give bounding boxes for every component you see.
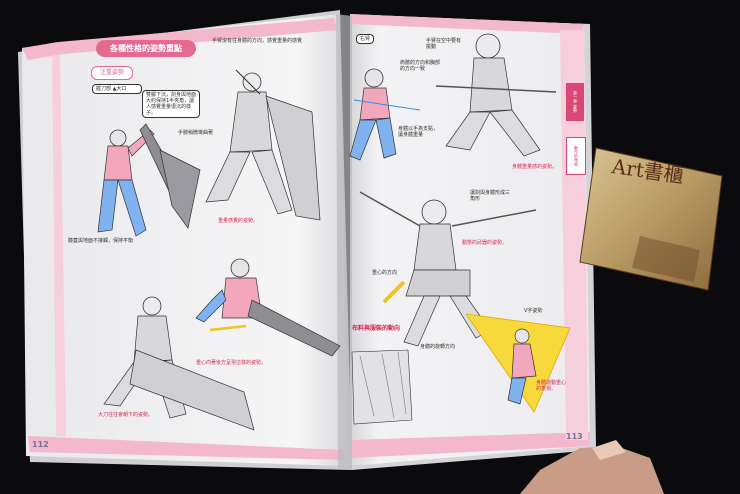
red-note-r2: 動態的武器的姿勢。 bbox=[462, 240, 508, 246]
red-note-r3: 身體運動重心的表現。 bbox=[536, 380, 567, 392]
note-l4: 手臂沒有往身體的方向，感覺重量的感覺 bbox=[212, 38, 303, 44]
left-page-number: 112 bbox=[32, 440, 49, 449]
red-note-r1: 身體重量感的姿勢。 bbox=[512, 164, 558, 170]
figure-colored-girl bbox=[349, 68, 421, 161]
note-l5: 膝蓋與地面不接觸，保持平衡 bbox=[68, 238, 134, 244]
note-r7: V字姿勢 bbox=[524, 308, 543, 314]
hand bbox=[520, 440, 664, 494]
figure-sword-girl bbox=[359, 191, 537, 347]
note-l3: 手腕稍微彎曲著 bbox=[178, 130, 214, 136]
left-subtitle: 注重姿勢 bbox=[91, 66, 133, 80]
side-tab: 第一章 姿勢 bbox=[566, 83, 584, 121]
right-section-title: 布料與服裝的動向 bbox=[352, 325, 401, 332]
figure-swordsman-4 bbox=[103, 296, 255, 431]
note-r8: 身體的旋轉方向 bbox=[420, 344, 456, 350]
red-note-l3: 大刀往往會朝下的姿勢。 bbox=[98, 412, 154, 418]
note-r5: 讓劍與身體形成三角形 bbox=[470, 190, 511, 202]
bookmark-card bbox=[579, 147, 723, 291]
figure-swordsman-2 bbox=[205, 69, 321, 221]
right-page-number: 113 bbox=[566, 432, 583, 441]
red-note-l2: 重心向著後方呈現這樣的姿勢。 bbox=[196, 360, 267, 366]
note-r1: 右臂 bbox=[356, 34, 375, 44]
note-r6: 重心的方向 bbox=[372, 270, 398, 276]
side-tab-2: 動作的角度 bbox=[566, 137, 586, 175]
figure-swordsman-3 bbox=[195, 258, 341, 357]
left-title: 各種性格的姿勢重點 bbox=[96, 40, 196, 57]
note-r2: 肩膀的方向和胸部的方向一致 bbox=[400, 60, 441, 72]
note-l1: 握刀部 ▲大口 bbox=[92, 84, 142, 94]
figure-swordsman-1 bbox=[97, 123, 201, 237]
cloth-detail bbox=[351, 349, 413, 425]
note-r4: 身體以手為支點，讓身體重量 bbox=[398, 126, 439, 138]
red-note-l1: 重量感覺的姿勢。 bbox=[218, 218, 259, 224]
note-r3: 手臂在空中要有擺動 bbox=[426, 38, 462, 50]
triangle-diagram bbox=[465, 313, 571, 413]
note-l2: 雙腳下沉，劍身與地面大約保持1半夾角，讓人感覺重量很沉的樣子。 bbox=[142, 90, 200, 118]
figure-jumping-girl bbox=[435, 33, 557, 157]
